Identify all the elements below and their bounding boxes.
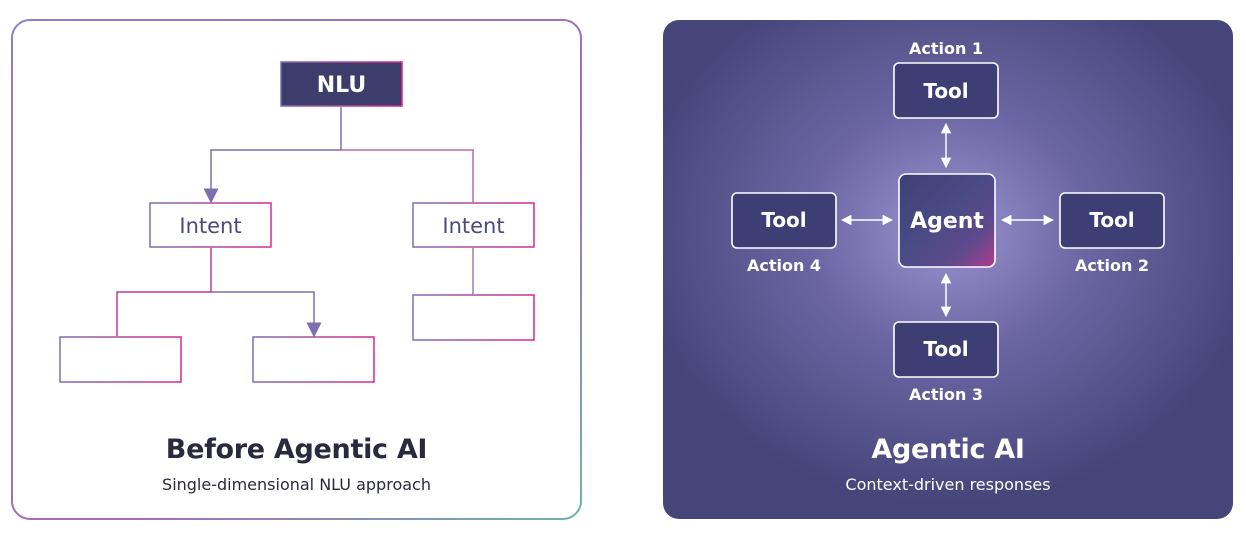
agentic-panel [663, 20, 1233, 519]
agent-label: Agent [910, 209, 984, 234]
agent-box: Agent [898, 173, 996, 268]
tool-box-bottom: Tool [893, 321, 999, 378]
nlu-label: NLU [317, 73, 367, 98]
tree-connectors [116, 107, 474, 338]
tool-label-left: Tool [761, 208, 806, 232]
tool-label-right: Tool [1089, 208, 1134, 232]
leaf-box-2 [252, 336, 375, 383]
nlu-to-left-intent-arrow [203, 107, 342, 204]
leaf-box-1 [59, 336, 182, 383]
intent-box-left [149, 202, 272, 248]
tool-box-top: Tool [893, 62, 999, 119]
leaf-box-3 [412, 294, 535, 341]
action-label-4: Action 4 [747, 256, 821, 275]
nlu-box [280, 61, 403, 107]
tool-box-left: Tool [731, 192, 837, 249]
intent-label-left: Intent [179, 214, 241, 238]
intent-to-leaf2-arrow [211, 291, 322, 338]
before-panel [11, 19, 582, 520]
agent-connectors [840, 122, 1055, 318]
nlu-to-right-intent-line [341, 149, 474, 202]
before-subtitle: Single-dimensional NLU approach [162, 475, 431, 494]
agentic-subtitle: Context-driven responses [845, 475, 1051, 494]
agentic-title: Agentic AI [871, 434, 1025, 465]
tool-label-top: Tool [923, 79, 968, 103]
before-title: Before Agentic AI [165, 434, 428, 465]
intent-label-right: Intent [442, 214, 504, 238]
tool-label-bottom: Tool [923, 337, 968, 361]
action-label-2: Action 2 [1075, 256, 1149, 275]
intent-to-leaf1-line [116, 248, 212, 336]
action-label-3: Action 3 [909, 385, 983, 404]
intent-box-right [412, 202, 535, 248]
action-label-1: Action 1 [909, 39, 983, 58]
tool-box-right: Tool [1059, 192, 1165, 249]
